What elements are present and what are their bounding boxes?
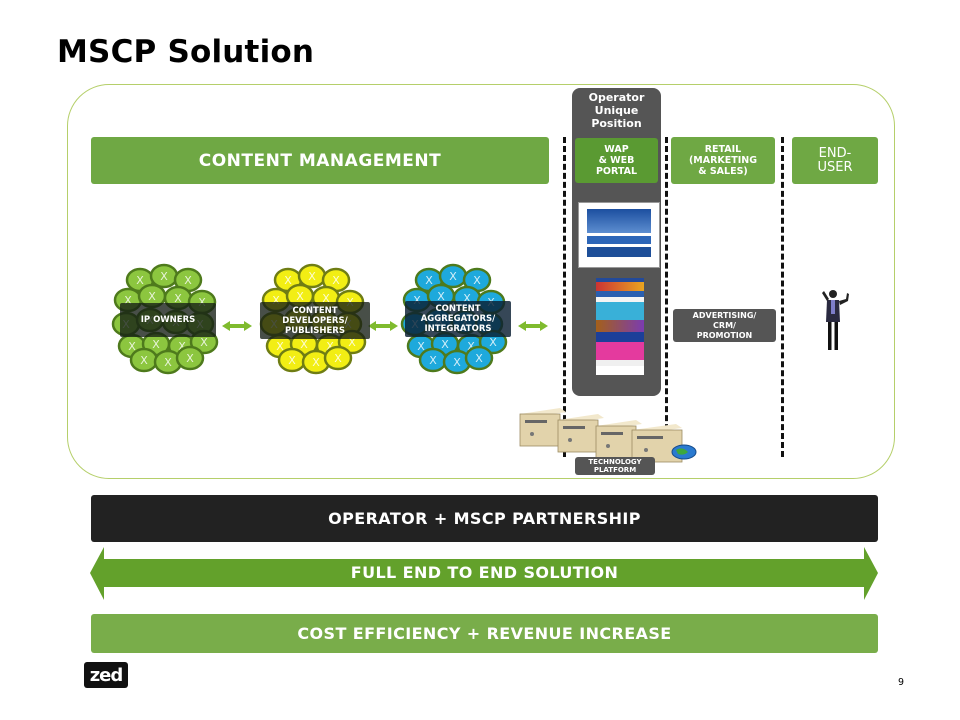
bubble-x-mark: X xyxy=(160,270,168,283)
bubble-x-mark: X xyxy=(437,290,445,303)
full-end-to-end-solution-label: FULL END TO END SOLUTION xyxy=(350,563,619,582)
double-arrow-1 xyxy=(222,321,252,331)
cluster-bubble xyxy=(175,345,205,371)
bubble-x-mark: X xyxy=(288,354,296,367)
wap-line1: WAP xyxy=(604,144,629,155)
wap-portal-screenshot xyxy=(596,278,644,375)
bubble-x-mark: X xyxy=(326,340,334,353)
operator-unique-position-label: Operator Unique Position xyxy=(572,91,661,130)
wap-line2: & WEB xyxy=(598,155,635,166)
bubble-x-mark: X xyxy=(475,352,483,365)
bubble-x-mark: X xyxy=(449,270,457,283)
bubble-x-mark: X xyxy=(174,292,182,305)
ip-owners-label: IP OWNERS xyxy=(120,303,216,337)
wap-line3: PORTAL xyxy=(595,166,638,177)
advertising-crm-promotion-label: ADVERTISING/ CRM/ PROMOTION xyxy=(673,309,776,342)
bubble-x-mark: X xyxy=(152,338,160,351)
cost-efficiency-revenue-bar: COST EFFICIENCY + REVENUE INCREASE xyxy=(91,614,878,653)
separator-dashed-3 xyxy=(781,137,784,457)
bubble-x-mark: X xyxy=(332,274,340,287)
bubble-x-mark: X xyxy=(184,274,192,287)
op-label-line1: Operator xyxy=(588,91,645,104)
end-user-header: END- USER xyxy=(792,137,878,184)
bubble-x-mark: X xyxy=(164,356,172,369)
bubble-x-mark: X xyxy=(489,336,497,349)
bubble-x-mark: X xyxy=(272,294,280,307)
bubble-x-mark: X xyxy=(334,352,342,365)
end-user-person-icon xyxy=(822,290,849,350)
technology-platform-label: TECHNOLOGY PLATFORM xyxy=(575,457,655,475)
retail-line1: RETAIL xyxy=(704,144,742,155)
bubble-x-mark: X xyxy=(276,340,284,353)
enduser-line1: END- xyxy=(818,145,852,161)
bubble-x-mark: X xyxy=(198,296,206,309)
cluster-bubble xyxy=(464,345,494,371)
zed-logo: zed xyxy=(84,662,128,688)
slide-title: MSCP Solution xyxy=(57,34,315,70)
bubble-x-mark: X xyxy=(284,274,292,287)
wap-web-portal-header: WAP & WEB PORTAL xyxy=(575,138,658,183)
bubble-x-mark: X xyxy=(425,274,433,287)
bubble-x-mark: X xyxy=(441,338,449,351)
retail-line3: & SALES) xyxy=(698,166,748,177)
bubble-x-mark: X xyxy=(200,336,208,349)
separator-dashed-2 xyxy=(665,137,668,457)
bubble-x-mark: X xyxy=(413,294,421,307)
bubble-x-mark: X xyxy=(178,340,186,353)
end-to-end-arrow xyxy=(90,547,878,600)
bubble-x-mark: X xyxy=(312,356,320,369)
bubble-x-mark: X xyxy=(186,352,194,365)
web-portal-screenshot xyxy=(578,202,660,268)
bubble-x-mark: X xyxy=(463,292,471,305)
bubble-x-mark: X xyxy=(348,336,356,349)
bubble-x-mark: X xyxy=(308,270,316,283)
page-number: 9 xyxy=(898,677,905,688)
technology-platform-servers-icon xyxy=(519,408,697,463)
operator-mscp-partnership-bar: OPERATOR + MSCP PARTNERSHIP xyxy=(91,495,878,542)
bubble-x-mark: X xyxy=(148,290,156,303)
content-developers-label: CONTENT DEVELOPERS/ PUBLISHERS xyxy=(260,302,370,339)
double-arrow-2 xyxy=(368,321,398,331)
op-label-line2: Unique xyxy=(594,104,639,117)
op-label-line3: Position xyxy=(591,117,642,130)
bubble-x-mark: X xyxy=(140,354,148,367)
bubble-x-mark: X xyxy=(467,340,475,353)
content-aggregators-label: CONTENT AGGREGATORS/ INTEGRATORS xyxy=(405,301,511,337)
retail-header: RETAIL (MARKETING & SALES) xyxy=(671,137,775,184)
cluster-bubble xyxy=(323,345,353,371)
bubble-x-mark: X xyxy=(473,274,481,287)
separator-dashed-1 xyxy=(563,137,566,457)
bubble-x-mark: X xyxy=(300,338,308,351)
content-management-header: CONTENT MANAGEMENT xyxy=(91,137,549,184)
bubble-x-mark: X xyxy=(453,356,461,369)
bubble-x-mark: X xyxy=(136,274,144,287)
bubble-x-mark: X xyxy=(429,354,437,367)
double-arrow-3 xyxy=(518,321,548,331)
bubble-x-mark: X xyxy=(124,294,132,307)
bubble-x-mark: X xyxy=(322,292,330,305)
diagram-frame xyxy=(67,84,895,479)
bubble-x-mark: X xyxy=(417,340,425,353)
bubble-x-mark: X xyxy=(296,290,304,303)
retail-line2: (MARKETING xyxy=(688,155,758,166)
bubble-x-mark: X xyxy=(128,340,136,353)
enduser-line2: USER xyxy=(817,159,853,175)
